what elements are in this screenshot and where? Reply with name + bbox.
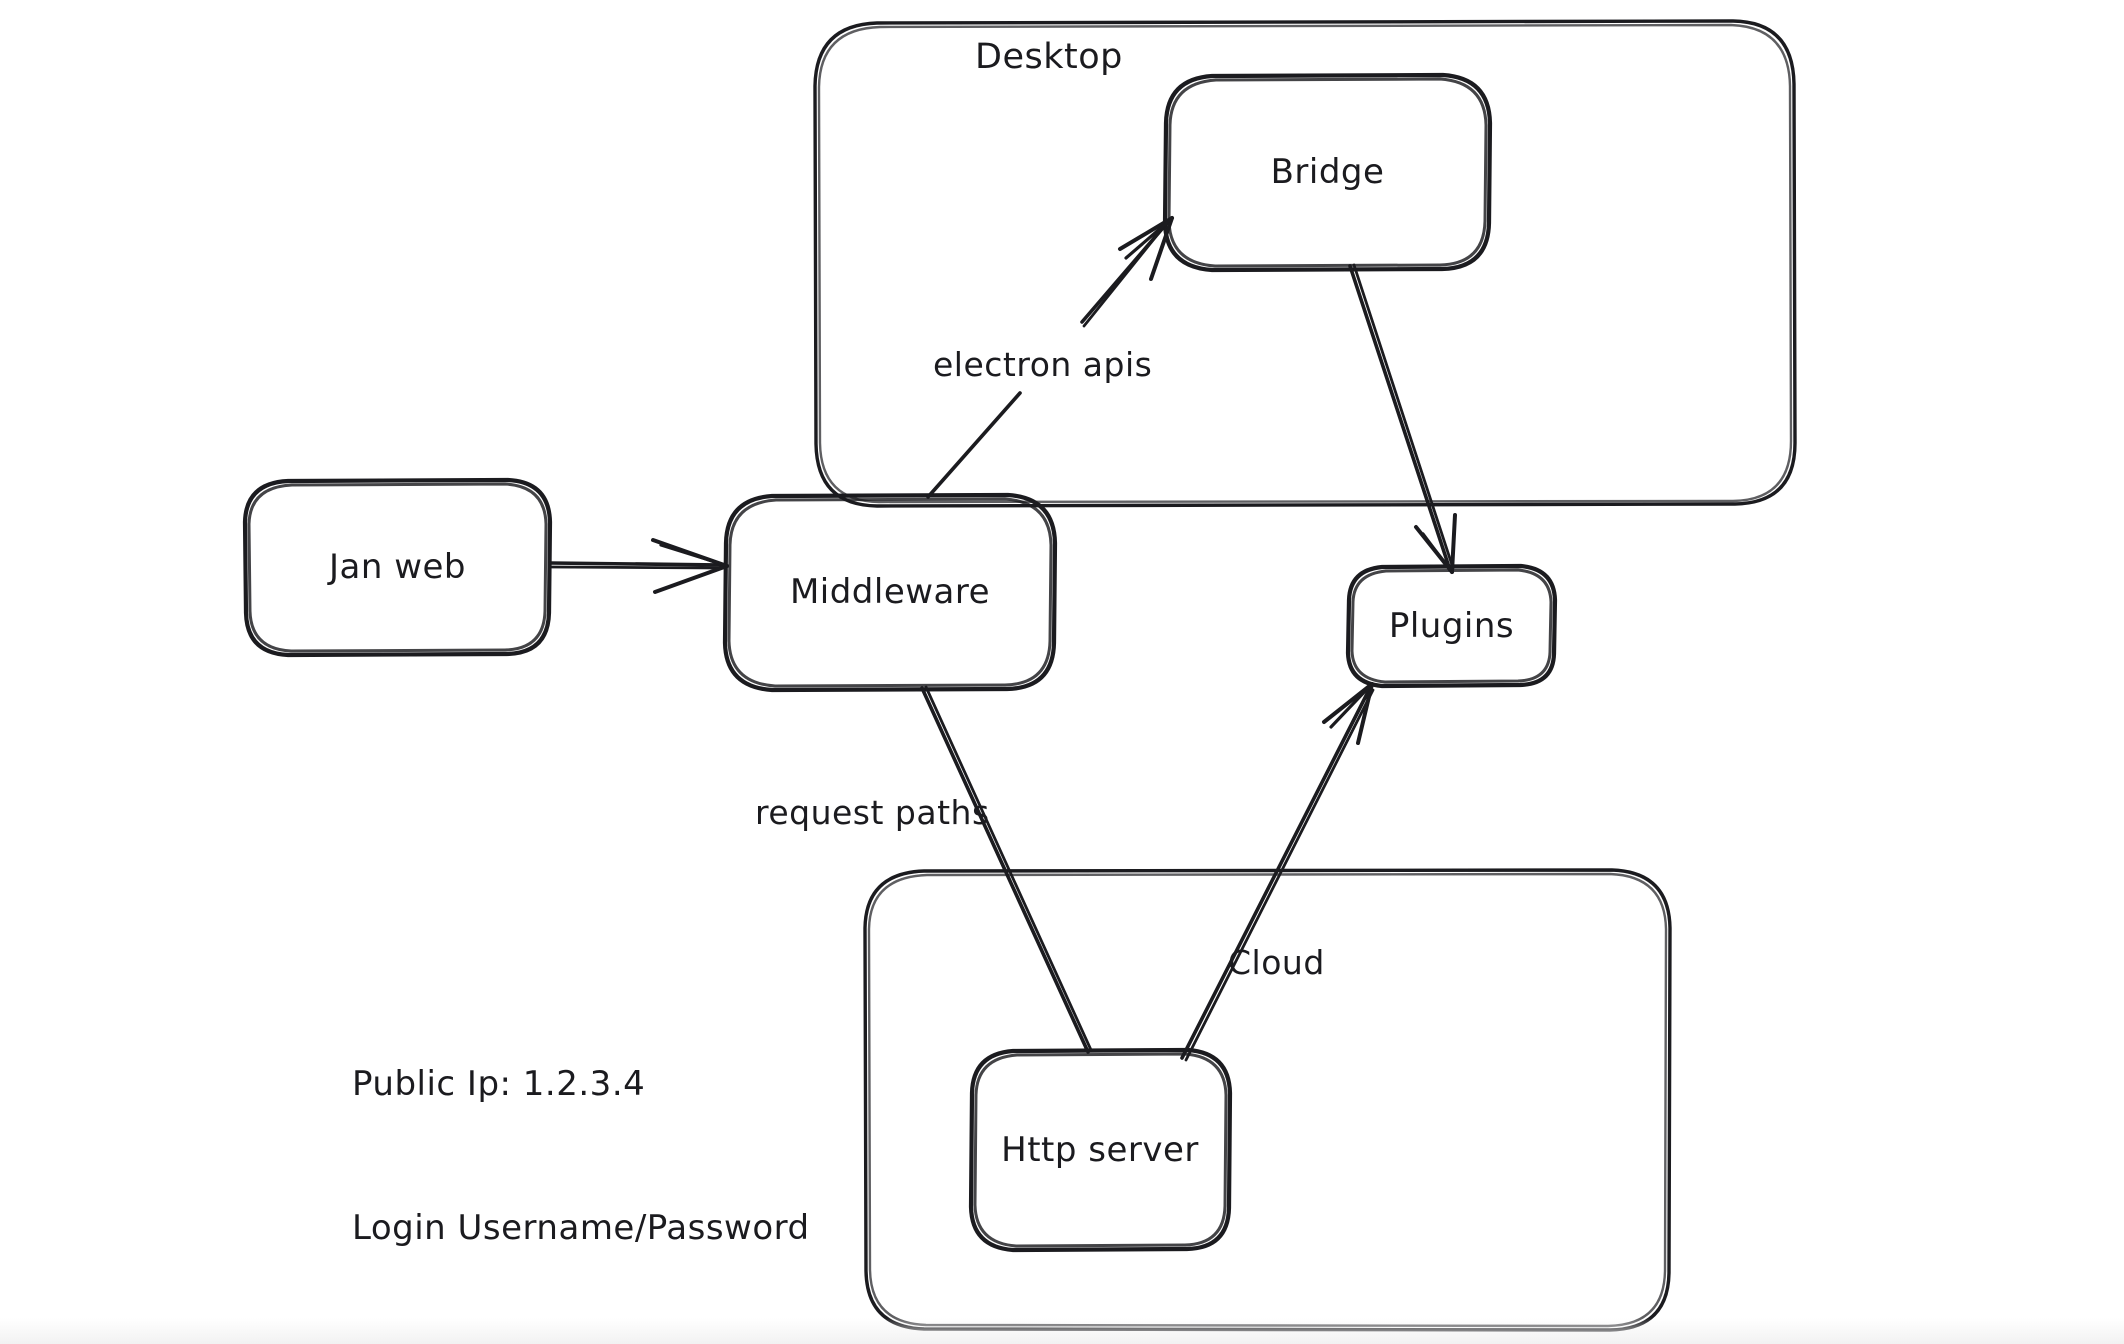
node-jan-web[interactable] xyxy=(242,477,553,658)
edge-label-request-paths: request paths xyxy=(755,793,990,832)
node-middleware[interactable] xyxy=(722,492,1058,693)
node-plugins[interactable] xyxy=(1345,563,1558,689)
node-label-jan-web-text: Jan web xyxy=(328,547,467,588)
note-public-ip: Public Ip: 1.2.3.4 Login Username/Passwo… xyxy=(352,963,810,1344)
edge-janweb-to-middleware xyxy=(548,538,729,594)
edge-httpserver-to-plugins xyxy=(1180,682,1375,1062)
edge-bridge-to-plugins xyxy=(1348,263,1457,574)
edge-label-cloud: Cloud xyxy=(1228,943,1325,982)
node-bridge[interactable] xyxy=(1162,72,1493,273)
node-label-http-server[interactable]: Http server xyxy=(970,1050,1230,1250)
node-label-middleware[interactable]: Middleware xyxy=(725,495,1055,690)
node-label-jan-web[interactable]: Jan web xyxy=(245,480,550,655)
note-public-ip-line-2: Login Username/Password xyxy=(352,1208,810,1249)
node-label-plugins[interactable]: Plugins xyxy=(1348,566,1555,686)
node-label-plugins-text: Plugins xyxy=(1388,605,1515,646)
container-title-desktop: Desktop xyxy=(975,37,1123,77)
node-label-bridge[interactable]: Bridge xyxy=(1165,75,1490,270)
node-label-bridge-text: Bridge xyxy=(1270,152,1385,193)
edge-middleware-to-httpserver xyxy=(920,685,1093,1054)
node-label-middleware-text: Middleware xyxy=(789,572,991,613)
node-http-server[interactable] xyxy=(968,1047,1233,1253)
edge-middleware-to-bridge xyxy=(926,216,1174,499)
note-public-ip-line-1: Public Ip: 1.2.3.4 xyxy=(352,1063,646,1104)
edge-label-electron-apis: electron apis xyxy=(933,345,1153,384)
node-label-http-server-text: Http server xyxy=(1001,1129,1199,1170)
container-desktop xyxy=(813,19,1797,508)
